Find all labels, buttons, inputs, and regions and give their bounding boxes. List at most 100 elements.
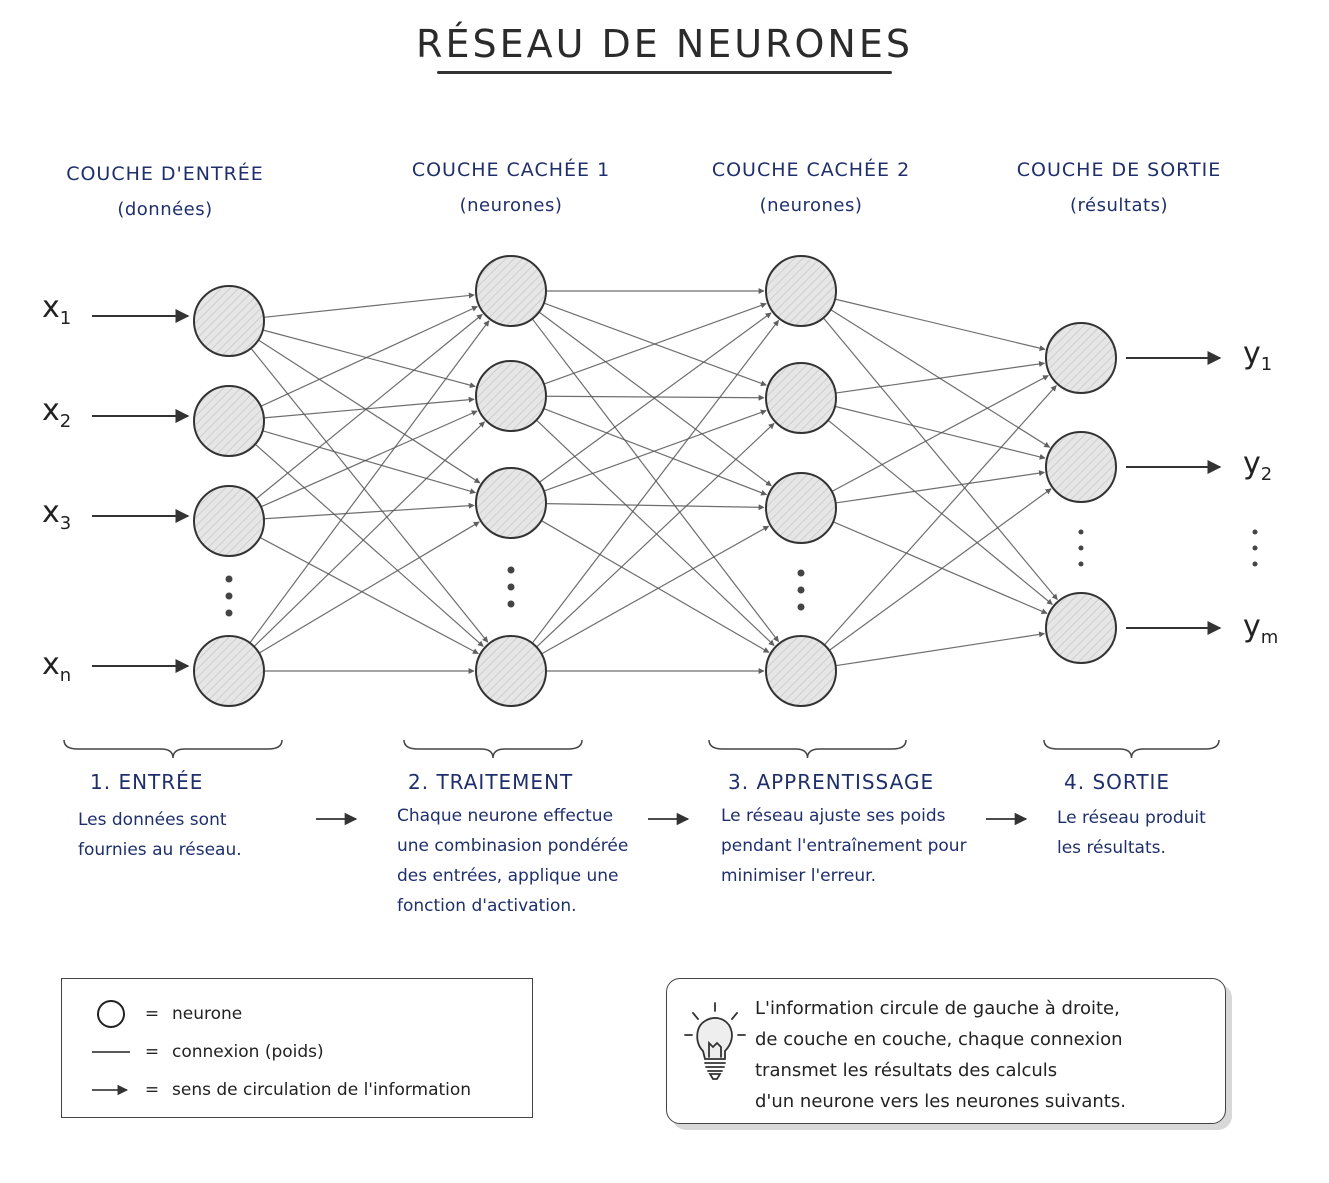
ellipsis-dot [507, 600, 515, 608]
ellipsis-dot [1078, 545, 1084, 551]
layer-name: COUCHE DE SORTIE [1016, 159, 1222, 181]
neuron-circle [475, 255, 547, 327]
ellipsis-dot [507, 583, 515, 591]
neuron-circle [765, 362, 837, 434]
arrow-symbol-icon [90, 1083, 132, 1097]
ellipsis-dot [1252, 529, 1258, 535]
neuron-circle [193, 285, 265, 357]
neuron-circle [765, 635, 837, 707]
layer-name: COUCHE D'ENTRÉE [66, 163, 264, 185]
connections-group [249, 288, 1058, 674]
connection-line [823, 385, 1057, 646]
input-label-x1: x1 [42, 290, 72, 329]
brace [1043, 739, 1220, 759]
ellipsis-dot [1252, 561, 1258, 567]
layer-subtitle: (données) [117, 199, 213, 220]
layer-heading-hidden-2: COUCHE CACHÉE 2 (neurones) [661, 152, 961, 224]
connection-line [260, 305, 478, 407]
ellipsis-dot [507, 566, 515, 574]
layer-heading-input: COUCHE D'ENTRÉE (données) [15, 156, 315, 228]
output-label-y2: y2 [1243, 446, 1273, 485]
connection-line [835, 470, 1045, 504]
connection-line [254, 443, 484, 647]
legend-row-neuron: = neurone [90, 999, 242, 1029]
ellipsis-dot [797, 586, 805, 594]
ellipsis-dot [225, 592, 233, 600]
connection-line [535, 419, 775, 646]
neuron-circle [765, 472, 837, 544]
info-note: L'information circule de gauche à droite… [666, 978, 1226, 1124]
neuron-circle [1045, 592, 1117, 664]
step-title-processing: 2. TRAITEMENT [408, 770, 574, 794]
connection-line [262, 430, 477, 495]
connection-line [538, 311, 772, 487]
layer-subtitle: (résultats) [1070, 195, 1168, 216]
connection-line [258, 521, 480, 654]
lightbulb-icon [684, 1002, 746, 1080]
output-label-y1: y1 [1243, 336, 1273, 375]
layer-name: COUCHE CACHÉE 1 [411, 159, 611, 181]
step-title-output: 4. SORTIE [1064, 770, 1171, 794]
connection-line [253, 421, 485, 647]
legend-label: connexion (poids) [172, 1042, 324, 1062]
connection-line [827, 419, 1053, 605]
layer-subtitle: (neurones) [759, 195, 863, 216]
ellipsis-dot [1252, 545, 1258, 551]
layer-heading-hidden-1: COUCHE CACHÉE 1 (neurones) [361, 152, 661, 224]
neuron-circle [1045, 431, 1117, 503]
ellipsis-dot [797, 569, 805, 577]
layer-heading-output: COUCHE DE SORTIE (résultats) [969, 152, 1269, 224]
layer-subtitle: (neurones) [459, 195, 563, 216]
connection-line [249, 320, 490, 644]
connection-line [835, 361, 1045, 394]
connection-line [834, 405, 1046, 460]
connection-line [263, 502, 475, 520]
legend-label: sens de circulation de l'information [172, 1080, 472, 1100]
neuron-circle [1045, 322, 1117, 394]
connection-line [545, 503, 765, 511]
network-diagram [63, 255, 1258, 826]
output-label-ym: ym [1243, 609, 1279, 648]
brace [403, 739, 583, 759]
connection-line [831, 374, 1049, 493]
connection-line [260, 410, 478, 508]
title-underline [437, 71, 892, 74]
connection-line [531, 319, 780, 644]
line-symbol-icon [90, 1047, 132, 1057]
step-title-input: 1. ENTRÉE [90, 770, 204, 794]
connection-line [263, 396, 475, 419]
neuron-circle [475, 467, 547, 539]
note-text: L'information circule de gauche à droite… [755, 998, 1126, 1112]
connection-line [263, 292, 475, 318]
connection-line [832, 521, 1048, 615]
connection-line [538, 312, 772, 483]
legend-row-arrow: = sens de circulation de l'information [90, 1075, 471, 1105]
connection-line [259, 536, 479, 655]
connection-line [255, 313, 483, 500]
neuron-circle [475, 635, 547, 707]
ellipsis-dot [1078, 561, 1084, 567]
step-title-learning: 3. APPRENTISSAGE [728, 770, 935, 794]
neuron-circle [475, 360, 547, 432]
connection-line [543, 302, 767, 385]
input-label-x2: x2 [42, 393, 72, 432]
neuron-circle [193, 485, 265, 557]
connection-line [536, 422, 775, 648]
connection-line [258, 339, 481, 484]
neuron-symbol-icon [90, 999, 132, 1029]
ellipsis-dot [225, 609, 233, 617]
connection-line [834, 298, 1046, 352]
io-arrows-group [92, 309, 1222, 673]
connection-line [835, 631, 1046, 667]
connection-line [543, 409, 767, 492]
input-label-xn: xn [42, 647, 72, 686]
brace [708, 739, 907, 759]
connection-line [250, 347, 489, 643]
input-label-x3: x3 [42, 495, 72, 534]
ellipsis-dot [1078, 529, 1084, 535]
connection-line [262, 329, 476, 389]
